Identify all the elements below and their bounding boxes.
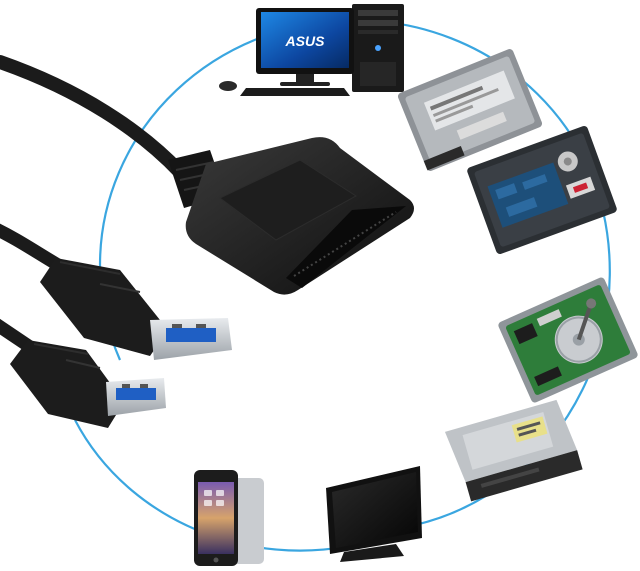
sata-adapter (168, 137, 414, 295)
smartphone-image (194, 470, 264, 566)
adapter-cable (0, 55, 187, 179)
hdd-2-5-inch-image (498, 277, 638, 403)
hdd-3-5-inch-image (467, 126, 617, 254)
usb-plug-2 (10, 340, 166, 428)
optical-drive-image (444, 399, 583, 502)
tv-monitor-image (326, 466, 422, 562)
pc-brand-logo: ASUS (285, 33, 326, 49)
usb-plug-1 (40, 258, 232, 360)
desktop-pc-image: ASUS (219, 4, 404, 96)
ssd-image (397, 49, 543, 171)
